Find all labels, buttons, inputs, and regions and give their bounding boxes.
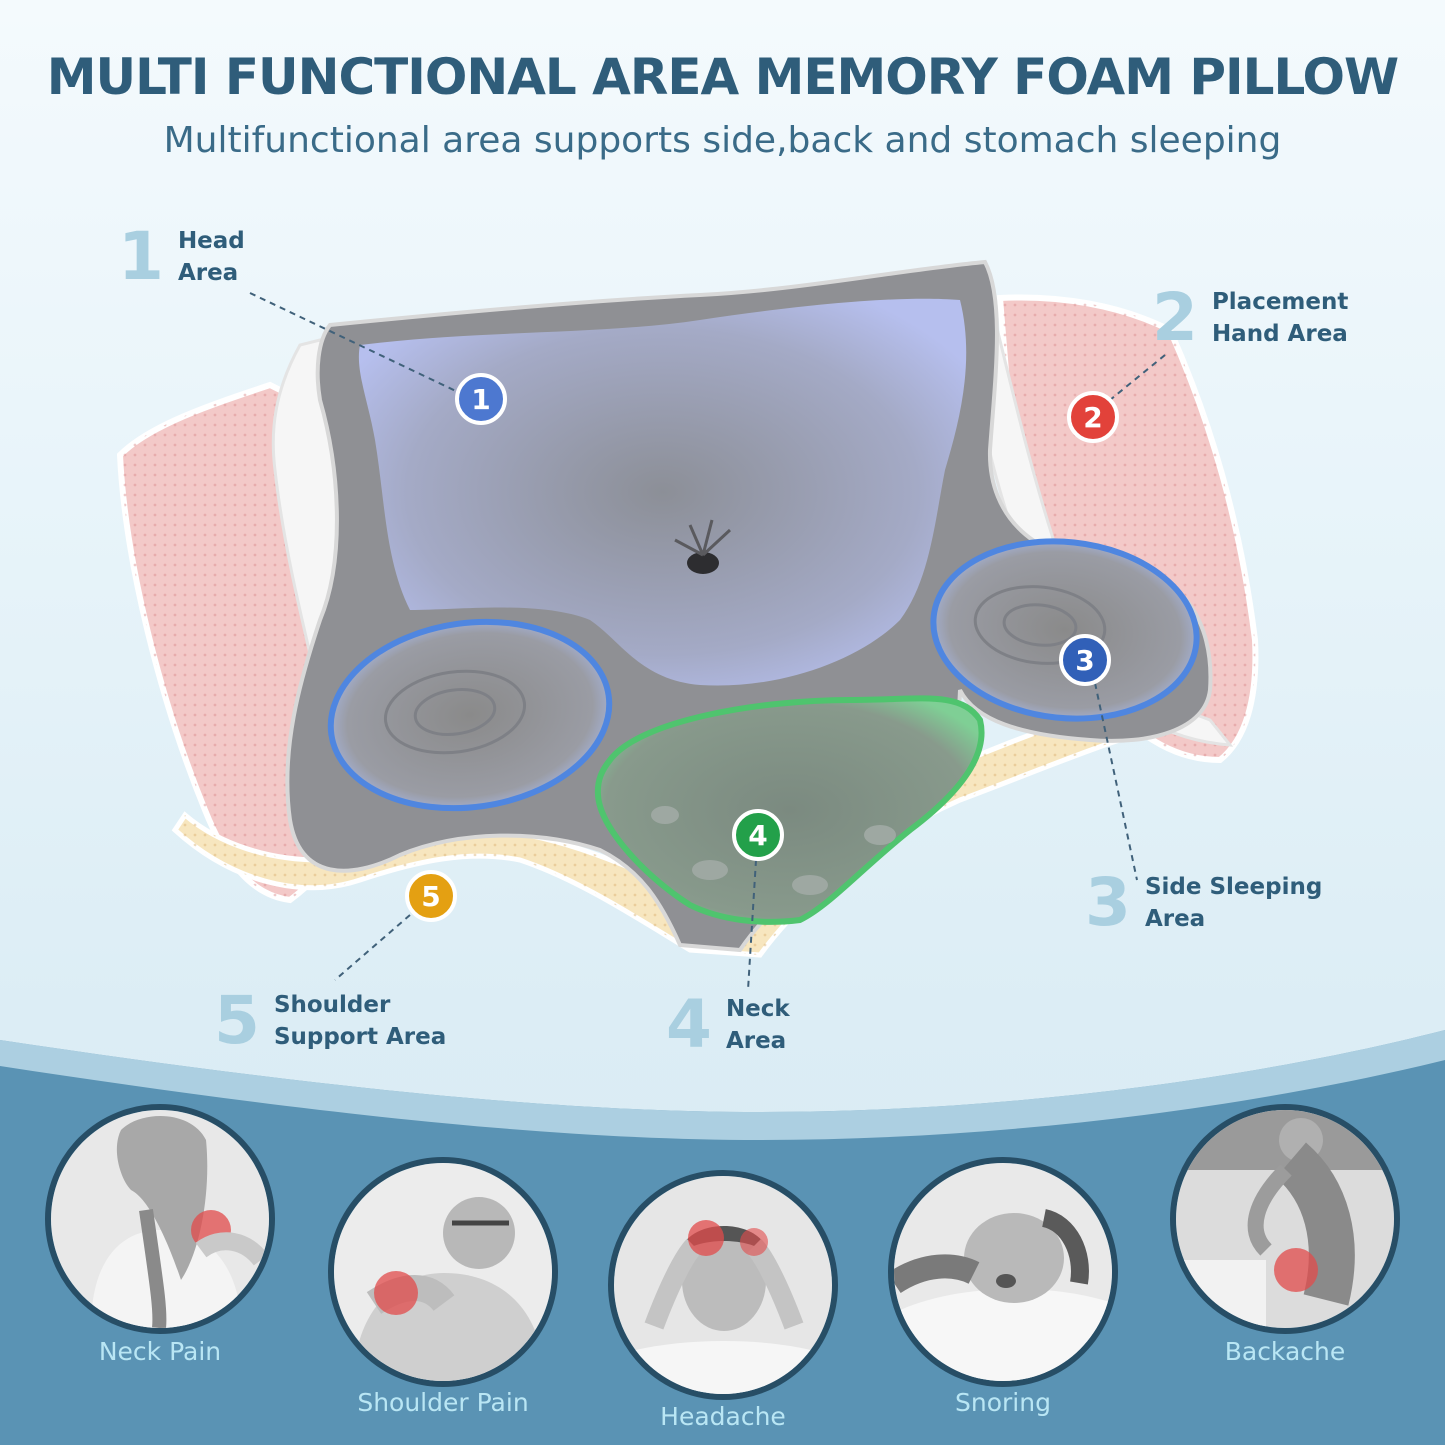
condition-label: Neck Pain (98, 1337, 222, 1366)
page-title: MULTI FUNCTIONAL AREA MEMORY FOAM PILLOW (46, 48, 1399, 106)
callout-label-line2: Area (725, 1028, 787, 1054)
neck-pain-photo (45, 1104, 275, 1334)
svg-text:4: 4 (748, 819, 767, 852)
callout-label-line1: Placement (1211, 289, 1349, 315)
page-subtitle: Multifunctional area supports side,back … (163, 120, 1282, 161)
snoring-photo (888, 1157, 1118, 1387)
headache-illustration (614, 1176, 832, 1394)
condition-label: Backache (1224, 1337, 1346, 1366)
neck-pain-illustration (51, 1110, 269, 1328)
condition-label: Headache (660, 1402, 786, 1431)
callout-number: 3 (1085, 864, 1131, 941)
marker-4: 4 (732, 809, 784, 861)
callout-label-line2: Area (1144, 906, 1206, 932)
pillow-illustration (120, 259, 1256, 991)
marker-3: 3 (1059, 634, 1111, 686)
callout-label-line1: Side Sleeping (1144, 874, 1323, 900)
callout-label-line1: Head (177, 228, 245, 254)
callout-label-line2: Hand Area (1211, 321, 1348, 347)
callout-number: 2 (1152, 279, 1198, 356)
svg-text:1: 1 (471, 383, 490, 416)
condition-label: Shoulder Pain (357, 1388, 529, 1417)
marker-1: 1 (455, 373, 507, 425)
svg-text:3: 3 (1075, 644, 1094, 677)
backache-illustration (1176, 1110, 1394, 1328)
backache-photo (1170, 1104, 1400, 1334)
callout-number: 1 (118, 218, 164, 295)
shoulder-pain-photo (328, 1157, 558, 1387)
callout-number: 4 (666, 986, 712, 1063)
callout-label-line2: Support Area (273, 1024, 447, 1050)
condition-label: Snoring (955, 1388, 1051, 1417)
svg-text:2: 2 (1083, 401, 1102, 434)
marker-5: 5 (405, 870, 457, 922)
marker-2: 2 (1067, 391, 1119, 443)
svg-text:5: 5 (421, 880, 440, 913)
snoring-illustration (894, 1163, 1112, 1381)
callout-label-line2: Area (177, 260, 239, 286)
shoulder-pain-illustration (334, 1163, 552, 1381)
area-markers: 1 2 3 4 5 (405, 373, 1119, 922)
callout-label-line1: Neck (725, 996, 790, 1022)
callout-label-line1: Shoulder (273, 992, 391, 1018)
callout-number: 5 (214, 982, 260, 1059)
headache-photo (608, 1170, 838, 1400)
